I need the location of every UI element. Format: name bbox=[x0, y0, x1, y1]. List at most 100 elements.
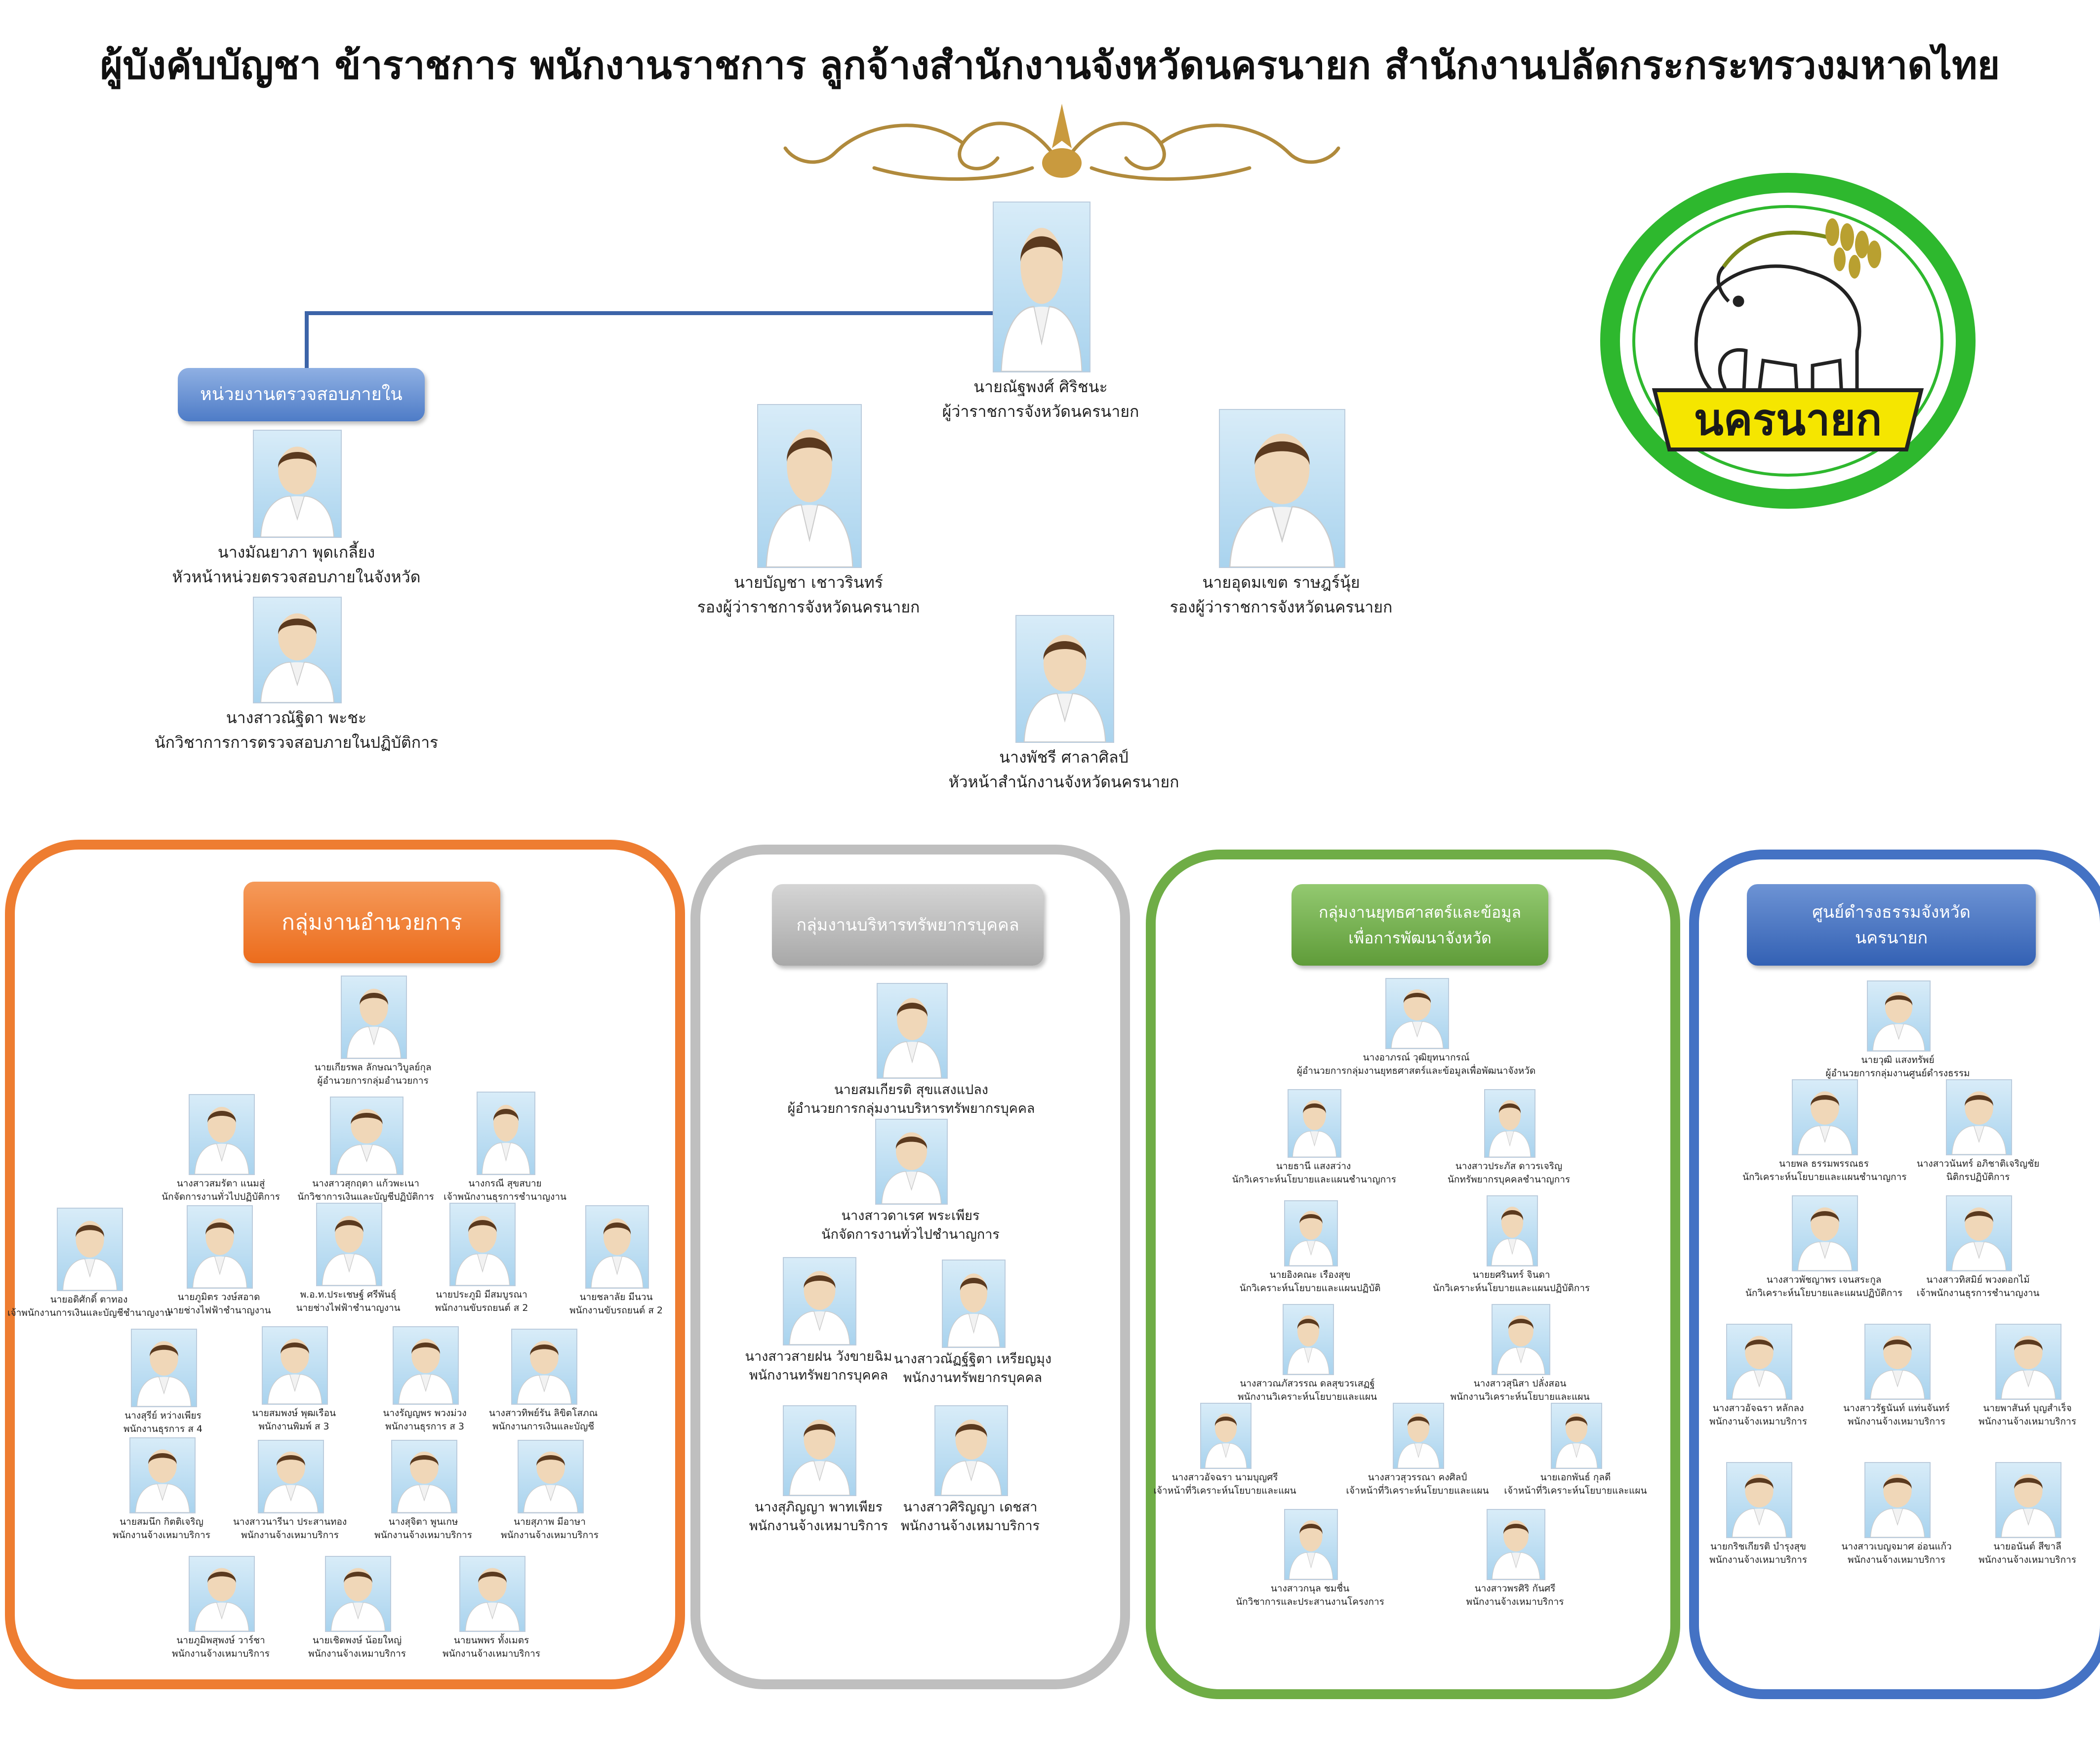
person-name: นางสาวดาเรศ พระเพียร bbox=[841, 1208, 980, 1223]
person-caption: นางสาวทิสมิย์ พวงดอกไม้เจ้าพนักงานธุรการ… bbox=[1897, 1273, 2060, 1300]
person-photo bbox=[1792, 1079, 1858, 1155]
person-avatar-icon bbox=[1555, 1413, 1598, 1468]
person-caption: นายอดิศักดิ์ ตาทองเจ้าพนักงานการเงินและบ… bbox=[7, 1293, 171, 1320]
person-position: หัวหน้าสำนักงานจังหวัดนครนายก bbox=[948, 773, 1179, 791]
person-position: เจ้าหน้าที่วิเคราะห์นโยบายและแผน bbox=[1504, 1485, 1647, 1496]
person-photo bbox=[187, 1205, 253, 1289]
person-position: พนักงานจ้างเหมาบริการ bbox=[443, 1648, 540, 1659]
person-avatar-icon bbox=[1870, 1336, 1925, 1399]
person-caption: นายประภูมิ มีสมบูรณาพนักงานขับรถยนต์ ส 2 bbox=[410, 1288, 553, 1315]
person-avatar-icon bbox=[1732, 1474, 1787, 1537]
person-caption: นางสาวดาเรศ พระเพียรนักจัดการงานทั่วไปชำ… bbox=[763, 1207, 1059, 1244]
person-avatar-icon bbox=[1870, 1474, 1925, 1537]
person-name: นายประภูมิ มีสมบูรณา bbox=[436, 1289, 527, 1300]
person-name: นางสาวณัฏฐ์ฐิตา เหรียญมุง bbox=[893, 1351, 1052, 1367]
person-avatar-icon bbox=[263, 1451, 319, 1512]
person-name: นายธานี แสงสว่าง bbox=[1276, 1161, 1351, 1172]
person-caption: นางสาวณัฏฐ์ฐิตา เหรียญมุงพนักงานทรัพยากร… bbox=[891, 1350, 1054, 1387]
person-caption: นายเชิดพงษ์ น้อยใหญ่พนักงานจ้างเหมาบริกา… bbox=[285, 1634, 429, 1661]
person-avatar-icon bbox=[789, 1271, 850, 1344]
person-caption: นายชลาลัย มีนวนพนักงานขับรถยนต์ ส 2 bbox=[545, 1291, 688, 1317]
person-photo bbox=[1946, 1079, 2012, 1155]
person-photo bbox=[262, 1326, 328, 1405]
person-photo bbox=[129, 1437, 196, 1513]
person-position: รองผู้ว่าราชการจังหวัดนครนายก bbox=[1170, 598, 1393, 616]
person-avatar-icon bbox=[591, 1218, 644, 1288]
person-avatar-icon bbox=[1292, 1100, 1337, 1157]
person-name: นายเกียรพล ลักษณาวิบูลย์กุล bbox=[314, 1062, 432, 1073]
person-position: พนักงานทรัพยากรบุคคล bbox=[903, 1370, 1043, 1385]
person-avatar-icon bbox=[1001, 228, 1083, 371]
person-photo bbox=[1726, 1324, 1792, 1400]
person-name: นางสาวนันทร์ อภิชาติเจริญชัย bbox=[1916, 1158, 2040, 1169]
strategy-group-header[interactable]: กลุ่มงานยุทธศาสตร์และข้อมูล เพื่อการพัฒน… bbox=[1292, 884, 1548, 966]
person-avatar-icon bbox=[947, 1273, 1000, 1347]
person-position: พนักงานจ้างเหมาบริการ bbox=[374, 1530, 472, 1541]
person-position: นักวิชาการเงินและบัญชีปฏิบัติการ bbox=[297, 1191, 434, 1202]
person-photo bbox=[1219, 409, 1345, 568]
person-avatar-icon bbox=[135, 1449, 190, 1512]
person-caption: นายอุดมเขต ราษฎร์นุ้ยรองผู้ว่าราชการจังห… bbox=[1108, 570, 1454, 619]
person-name: นางรัญญพร พวงม่วง bbox=[383, 1408, 467, 1419]
person-photo bbox=[57, 1208, 123, 1291]
admin-group-header[interactable]: กลุ่มงานอำนวยการ bbox=[243, 882, 500, 963]
person-avatar-icon bbox=[1492, 1520, 1540, 1579]
person-caption: นายสุภาพ มีอาษาพนักงานจ้างเหมาบริการ bbox=[478, 1515, 621, 1542]
person-name: นางสาวสมรัตา แนมสู่ bbox=[176, 1178, 265, 1189]
person-name: นายอุดมเขต ราษฎร์นุ้ย bbox=[1202, 573, 1360, 592]
person-caption: นายวุฒิ แสงทรัพย์ผู้อำนวยการกลุ่มงานศูนย… bbox=[1809, 1054, 1987, 1080]
person-avatar-icon bbox=[1287, 1315, 1330, 1374]
person-avatar-icon bbox=[62, 1221, 118, 1290]
audit-unit-header[interactable]: หน่วยงานตรวจสอบภายใน bbox=[178, 368, 425, 421]
person-photo bbox=[316, 1203, 382, 1286]
person-avatar-icon bbox=[881, 1132, 942, 1204]
ornament-flourish-icon bbox=[783, 104, 1340, 181]
person-photo bbox=[1385, 978, 1449, 1049]
person-position: พนักงานวิเคราะห์นโยบายและแผน bbox=[1450, 1391, 1590, 1402]
person-caption: นายสมเกียรติ สุขแสงแปลงผู้อำนวยการกลุ่มง… bbox=[763, 1081, 1059, 1118]
person-name: นายอนันต์ สีขาลี bbox=[1993, 1541, 2061, 1552]
person-avatar-icon bbox=[1951, 1091, 2007, 1154]
person-caption: นายสมพงษ์ พุฒเรือนพนักงานพิมพ์ ส 3 bbox=[222, 1407, 365, 1433]
person-avatar-icon bbox=[192, 1218, 247, 1288]
person-caption: นายอนันต์ สีขาลีพนักงานจ้างเหมาบริการ bbox=[1956, 1540, 2099, 1567]
person-position: นักจัดการงานทั่วไปชำนาญการ bbox=[821, 1227, 1000, 1242]
person-caption: นายภูมิตร วงษ์สอาดนายช่างไฟฟ้าชำนาญงาน bbox=[147, 1291, 290, 1317]
person-avatar-icon bbox=[194, 1107, 249, 1174]
person-caption: นายพาสันท์ บุญสำเร็จพนักงานจ้างเหมาบริกา… bbox=[1956, 1402, 2099, 1428]
person-name: นายเชิดพงษ์ น้อยใหญ่ bbox=[312, 1635, 402, 1646]
seal-text: นครนายก bbox=[1694, 394, 1882, 445]
person-photo bbox=[393, 1326, 459, 1405]
hr-group-header[interactable]: กลุ่มงานบริหารทรัพยากรบุคคล bbox=[772, 884, 1044, 966]
person-avatar-icon bbox=[322, 1216, 377, 1285]
person-name: นางสาวกนุล ชมชื่น bbox=[1270, 1583, 1350, 1594]
person-avatar-icon bbox=[1797, 1207, 1853, 1270]
person-caption: นางสุรีย์ หว่างเพียรพนักงานธุรการ ส 4 bbox=[91, 1409, 235, 1436]
person-caption: นายเอกพันธ์ กุลดีเจ้าหน้าที่วิเคราะห์นโย… bbox=[1501, 1471, 1650, 1498]
person-avatar-icon bbox=[260, 447, 334, 537]
person-photo bbox=[1995, 1462, 2061, 1538]
person-avatar-icon bbox=[1205, 1413, 1247, 1468]
person-avatar-icon bbox=[1951, 1207, 2007, 1270]
person-caption: นายบัญชา เชาวรินทร์รองผู้ว่าราชการจังหวั… bbox=[636, 570, 981, 619]
person-name: นางสาวรัฐนันท์ แท่นจันทร์ bbox=[1843, 1403, 1950, 1414]
person-avatar-icon bbox=[1397, 1413, 1440, 1468]
person-position: พนักงานทรัพยากรบุคคล bbox=[749, 1368, 888, 1383]
person-photo bbox=[459, 1556, 525, 1632]
person-photo bbox=[934, 1405, 1008, 1496]
person-photo bbox=[511, 1329, 577, 1405]
person-photo bbox=[1015, 615, 1114, 743]
person-avatar-icon bbox=[517, 1341, 572, 1404]
person-photo bbox=[477, 1092, 535, 1175]
person-avatar-icon bbox=[940, 1420, 1002, 1495]
ops-group-header[interactable]: ศูนย์ดำรงธรรมจังหวัด นครนายก bbox=[1747, 884, 2036, 966]
person-position: พนักงานจ้างเหมาบริการ bbox=[1466, 1596, 1564, 1607]
person-avatar-icon bbox=[336, 1109, 398, 1174]
person-caption: นายภูมิพสุพงษ์ วาร์ชาพนักงานจ้างเหมาบริก… bbox=[149, 1634, 292, 1661]
person-name: นายชลาลัย มีนวน bbox=[579, 1292, 653, 1302]
person-photo bbox=[1283, 1304, 1334, 1375]
person-position: พนักงานขับรถยนต์ ส 2 bbox=[435, 1302, 528, 1313]
person-position: นักวิเคราะห์นโยบายและแผนชำนาญการ bbox=[1742, 1172, 1907, 1182]
person-photo bbox=[325, 1556, 391, 1632]
person-avatar-icon bbox=[766, 429, 853, 567]
